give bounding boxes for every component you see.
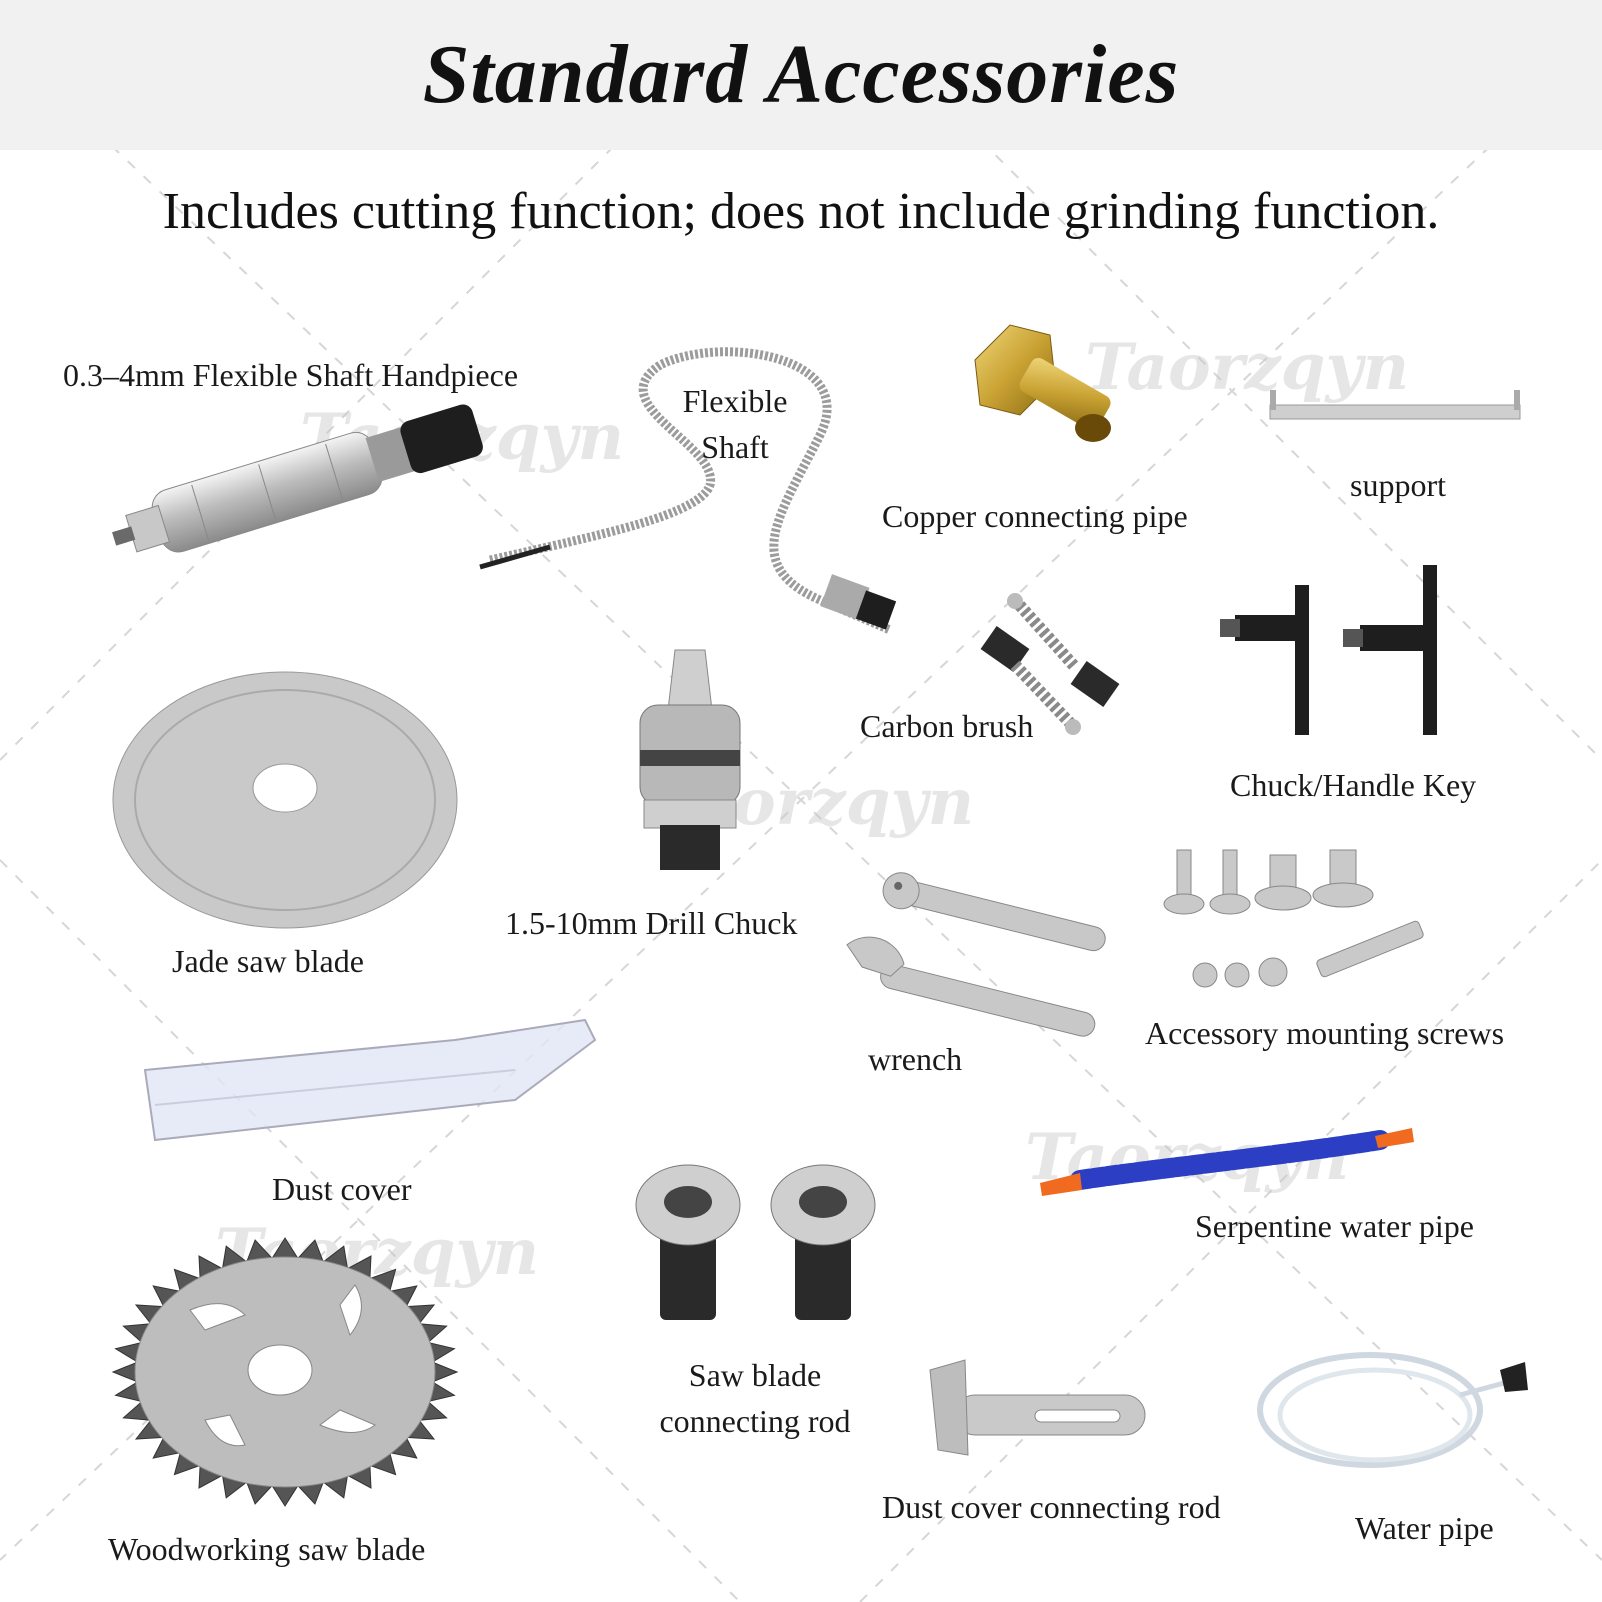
dust-cover-rod-label: Dust cover connecting rod xyxy=(882,1489,1221,1525)
carbon-brush-label: Carbon brush xyxy=(860,708,1034,744)
serpentine-pipe-image xyxy=(1040,1128,1414,1196)
flexible-shaft-label-line2: Shaft xyxy=(701,429,769,466)
copper-pipe-label: Copper connecting pipe xyxy=(882,498,1188,534)
mounting-screws-label: Accessory mounting screws xyxy=(1145,1015,1505,1051)
handpiece-label: 0.3–4mm Flexible Shaft Handpiece xyxy=(63,357,519,393)
copper-pipe-image xyxy=(974,324,1111,442)
wrench-image xyxy=(846,872,1106,1037)
wood-saw-blade-image xyxy=(111,1237,459,1507)
support-label: support xyxy=(1350,467,1446,503)
water-pipe-label: Water pipe xyxy=(1355,1510,1494,1546)
saw-rod-label-line1: Saw blade xyxy=(688,1357,822,1393)
watermark: Taorzqyn xyxy=(1085,330,1410,405)
dust-cover-rod-image xyxy=(929,1359,1146,1456)
chuck-key-image xyxy=(1220,565,1437,735)
jade-saw-blade-label: Jade saw blade xyxy=(172,943,364,979)
saw-rod-label: Saw blade connecting rod xyxy=(630,1352,880,1445)
flexible-shaft-image xyxy=(479,347,897,635)
carbon-brush-image xyxy=(980,593,1120,735)
header-banner xyxy=(0,0,1602,150)
saw-rod-image xyxy=(635,1164,876,1320)
drill-chuck-label: 1.5-10mm Drill Chuck xyxy=(505,905,798,941)
saw-rod-label-line2: connecting rod xyxy=(659,1403,851,1440)
flexible-shaft-label: Flexible Shaft xyxy=(660,378,810,471)
page-subtitle: Includes cutting function; does not incl… xyxy=(162,183,1440,240)
flexible-shaft-label-line1: Flexible xyxy=(682,383,788,419)
handpiece-image xyxy=(112,404,483,553)
wood-saw-blade-label: Woodworking saw blade xyxy=(108,1531,426,1567)
page-title: Standard Accessories xyxy=(422,28,1180,121)
chuck-key-label: Chuck/Handle Key xyxy=(1230,767,1477,803)
drill-chuck-image xyxy=(639,649,741,870)
support-image xyxy=(1269,390,1521,420)
jade-saw-blade-image xyxy=(112,671,458,929)
dust-cover-image xyxy=(143,1018,597,1142)
water-pipe-image xyxy=(1257,1352,1528,1468)
dust-cover-label: Dust cover xyxy=(272,1171,412,1207)
serpentine-pipe-label: Serpentine water pipe xyxy=(1195,1208,1474,1244)
mounting-screws-image xyxy=(1163,849,1424,988)
wrench-label: wrench xyxy=(868,1041,963,1077)
